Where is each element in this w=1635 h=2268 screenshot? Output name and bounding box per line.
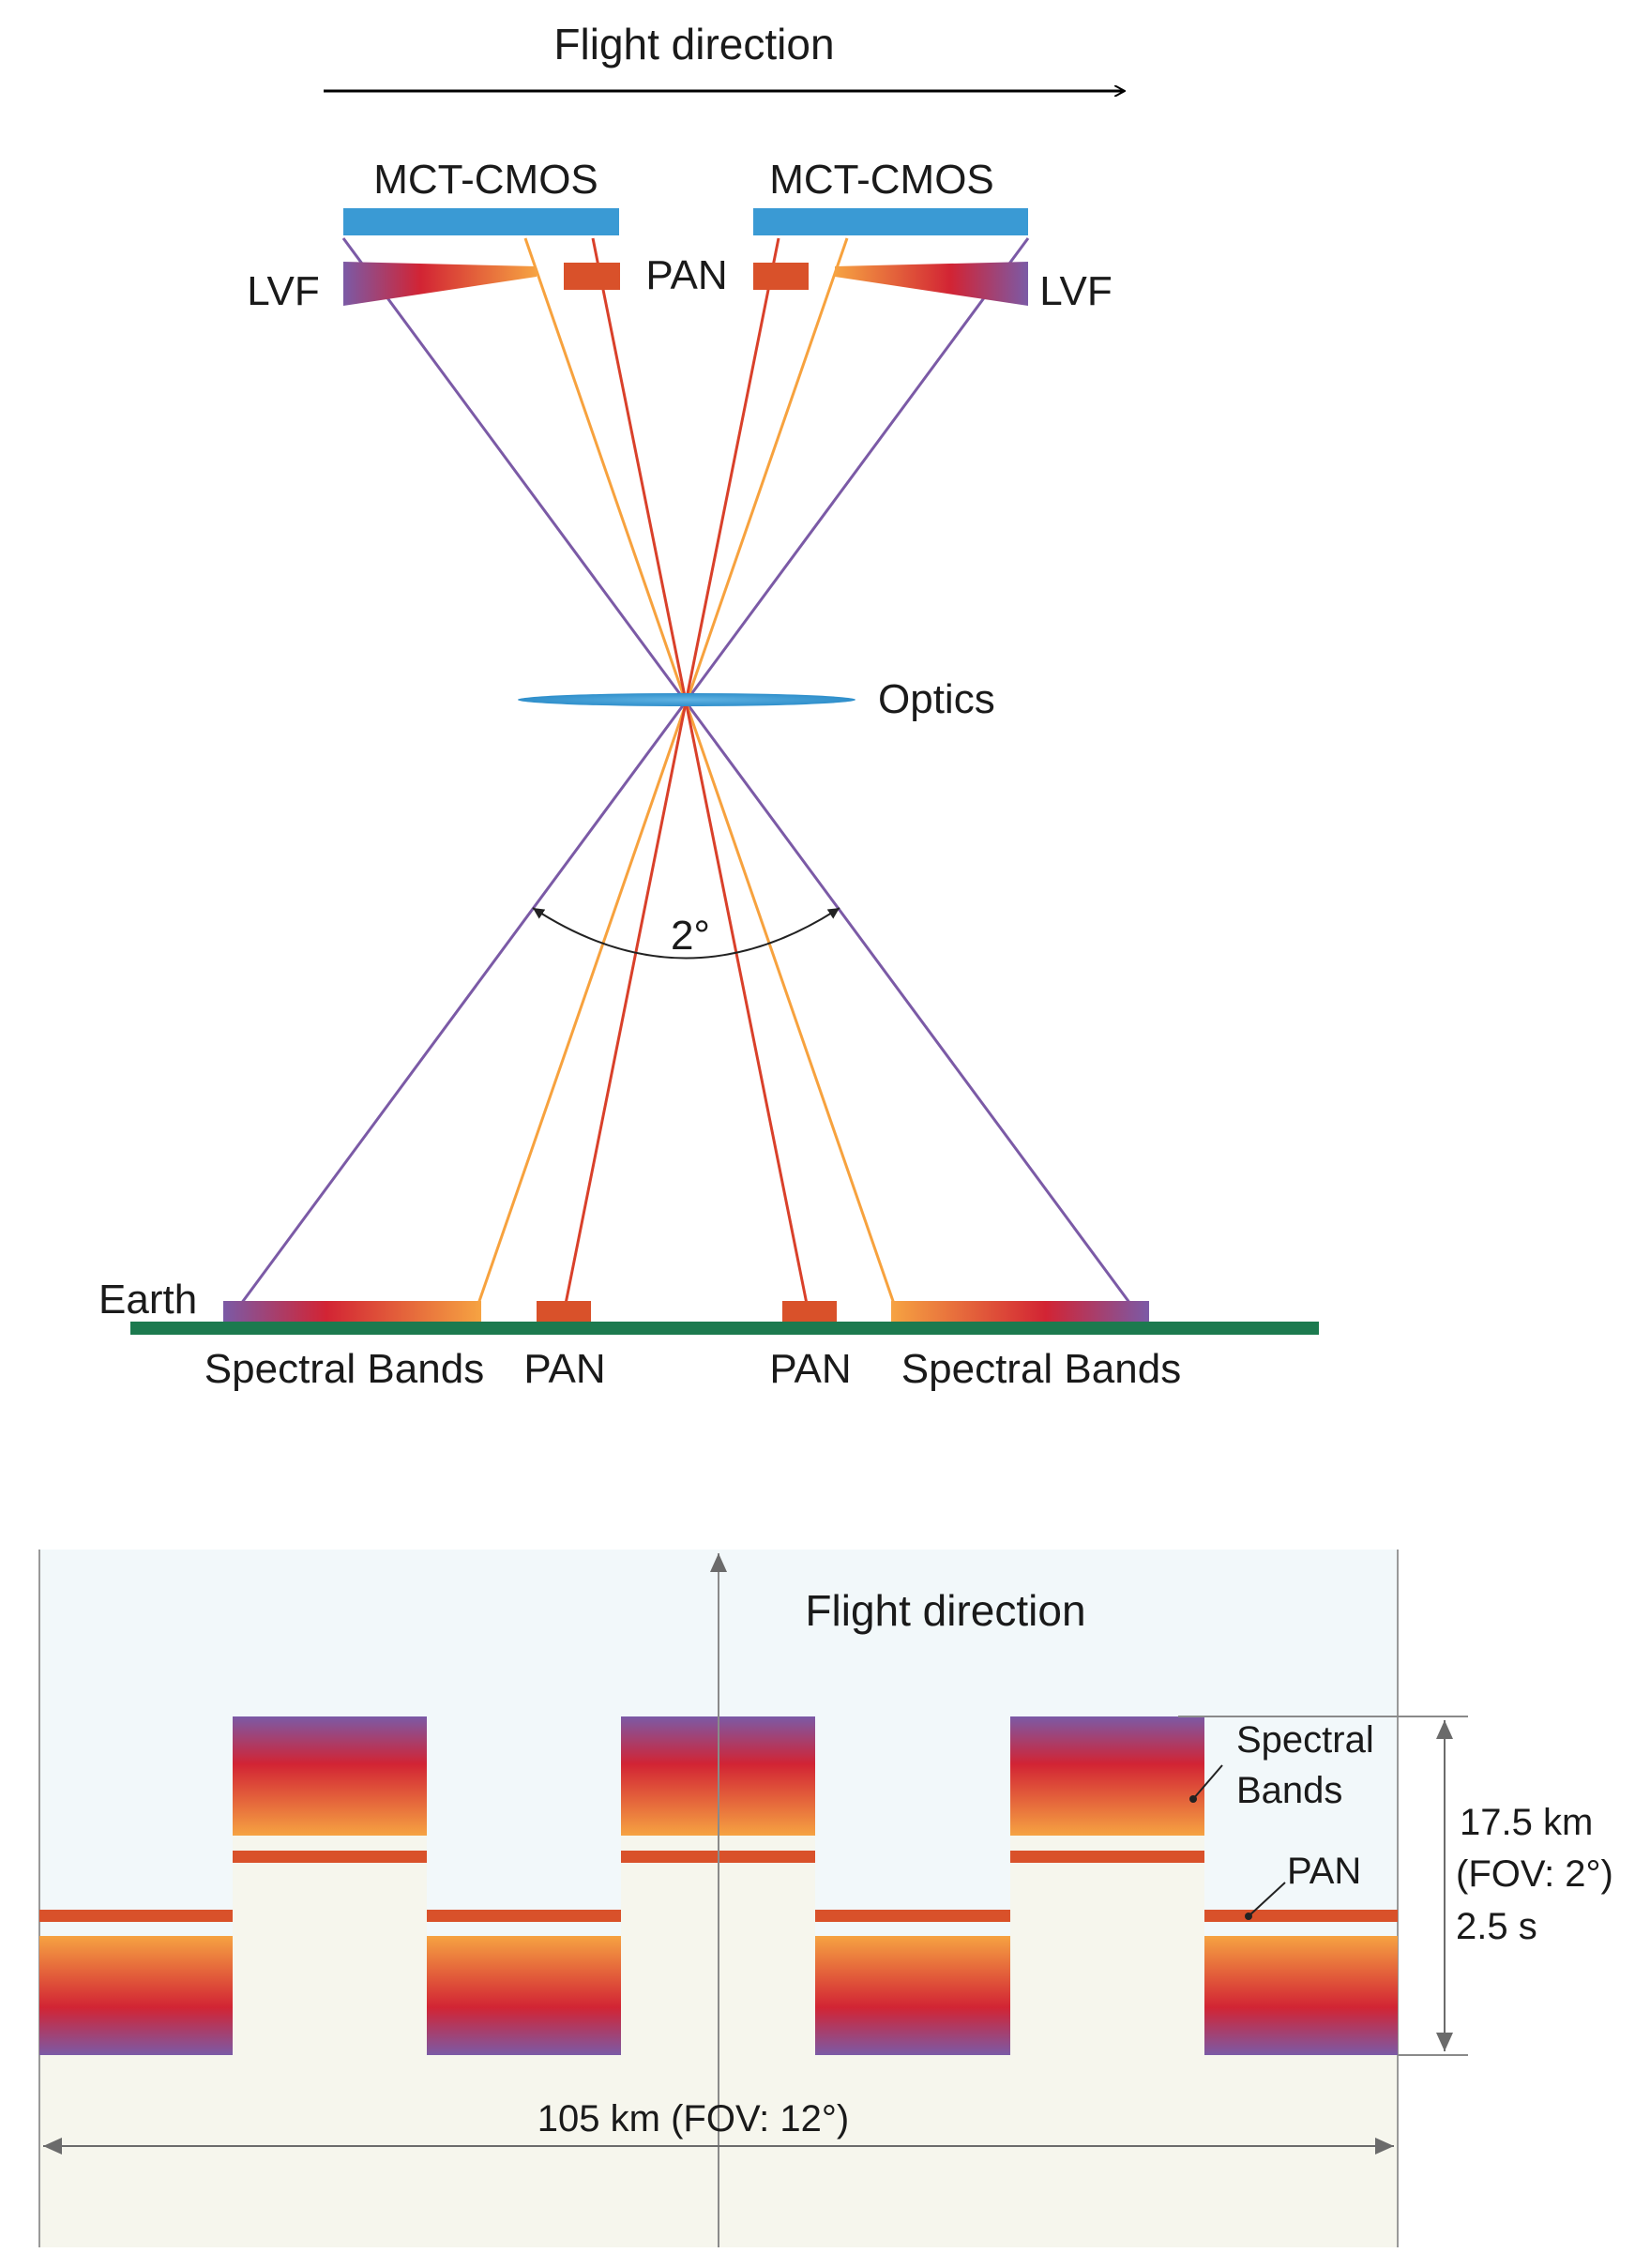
pan-callout-label: PAN <box>1287 1851 1361 1892</box>
upper-spectral-tile-3 <box>1010 1716 1204 1836</box>
bottom-panel: Flight direction Spectral Bands PAN 17.5… <box>38 1550 1613 2247</box>
lvf-filter-left <box>343 262 537 306</box>
optics-label: Optics <box>878 676 995 722</box>
flight-direction-label-bottom: Flight direction <box>805 1586 1085 1635</box>
top-panel: Flight direction MCT-CMOS MCT-CMOS LVF L… <box>98 20 1319 1392</box>
pan-label-top: PAN <box>645 252 727 298</box>
height-time-label: 2.5 s <box>1456 1906 1537 1947</box>
angle-label: 2° <box>671 913 710 959</box>
lower-pan-strip-1 <box>39 1910 233 1922</box>
lower-spectral-tile-2 <box>427 1936 621 2055</box>
lvf-filter-right <box>835 262 1028 306</box>
upper-pan-strip-3 <box>1010 1851 1204 1863</box>
spectral-callout-line2: Bands <box>1236 1770 1342 1811</box>
detector-label-left: MCT-CMOS <box>373 157 598 203</box>
detector-right <box>753 208 1028 235</box>
pan-filter-right <box>753 263 809 290</box>
upper-spectral-tile-1 <box>233 1716 427 1836</box>
pan-filter-left <box>564 263 620 290</box>
lower-pan-strip-4 <box>1204 1910 1398 1922</box>
ground-spectral-bands-left <box>223 1301 481 1322</box>
upper-pan-strip-1 <box>233 1851 427 1863</box>
pan-label-ground-left: PAN <box>523 1346 605 1392</box>
ray-orange-right <box>477 237 849 1305</box>
lower-pan-strip-2 <box>427 1910 621 1922</box>
lower-spectral-tile-1 <box>39 1936 233 2055</box>
spectral-bands-label-right: Spectral Bands <box>901 1346 1181 1392</box>
ray-red-left <box>591 237 809 1305</box>
ground-pan-left <box>537 1301 591 1322</box>
earth-surface <box>130 1322 1319 1335</box>
height-fov-label: (FOV: 2°) <box>1456 1853 1613 1895</box>
angle-arc <box>532 907 840 960</box>
upper-tiles <box>233 1716 1204 1863</box>
lower-pan-strip-3 <box>815 1910 1010 1922</box>
ray-violet-left <box>341 237 1132 1305</box>
ray-orange-left <box>523 237 896 1305</box>
pan-callout-leader <box>1248 1882 1286 1917</box>
spectral-bands-label-left: Spectral Bands <box>204 1346 484 1392</box>
detector-label-right: MCT-CMOS <box>769 157 994 203</box>
optics-lens <box>518 693 855 706</box>
lvf-label-right: LVF <box>1039 268 1112 314</box>
spectral-callout-leader <box>1192 1764 1223 1800</box>
spectral-callout-line1: Spectral <box>1236 1719 1374 1761</box>
flight-direction-label-top: Flight direction <box>553 20 834 68</box>
lower-spectral-tile-3 <box>815 1936 1010 2055</box>
ground-pan-right <box>782 1301 837 1322</box>
spectral-callout-dot <box>1189 1795 1197 1803</box>
ground-spectral-bands-right <box>891 1301 1149 1322</box>
pan-label-ground-right: PAN <box>769 1346 851 1392</box>
ray-violet-right <box>239 237 1030 1305</box>
detector-left <box>343 208 619 235</box>
lower-tiles <box>39 1910 1398 2055</box>
width-dimension-label: 105 km (FOV: 12°) <box>537 2098 849 2139</box>
ray-bundle <box>239 237 1132 1305</box>
pan-callout-dot <box>1245 1913 1252 1920</box>
height-km-label: 17.5 km <box>1460 1802 1593 1843</box>
lvf-label-left: LVF <box>247 268 319 314</box>
lower-spectral-tile-4 <box>1204 1936 1398 2055</box>
earth-label: Earth <box>98 1277 197 1323</box>
ray-red-right <box>564 237 780 1305</box>
